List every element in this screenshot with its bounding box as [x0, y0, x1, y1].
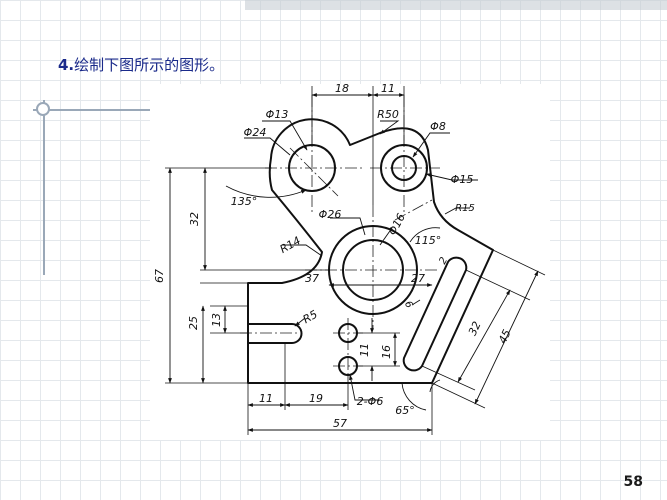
- dim-45: 45: [496, 327, 514, 345]
- dim-27: 27: [411, 272, 425, 285]
- dim-11-bottom: 11: [259, 392, 273, 405]
- hole-phi8: [391, 155, 417, 181]
- dim-37: 37: [305, 272, 319, 285]
- dim-13: 13: [210, 313, 223, 327]
- dim-r15: R15: [455, 203, 475, 214]
- dim-r5: R5: [301, 308, 320, 327]
- dim-angle-115: 115°: [415, 234, 442, 247]
- dim-phi24: Φ24: [244, 126, 267, 139]
- dimension-labels: 18 11 R50 Φ8 Φ13 Φ24 Φ15 R15 135° 32 Φ26…: [153, 82, 514, 430]
- dim-phi8: Φ8: [430, 120, 446, 133]
- dim-32-left: 32: [188, 212, 201, 226]
- slide-title: 4.绘制下图所示的图形。: [58, 54, 224, 75]
- header-band: [245, 0, 667, 10]
- part-circles: [288, 144, 428, 376]
- dim-angle-65: 65°: [395, 404, 415, 417]
- decor-vertical-line: [43, 100, 45, 275]
- dim-25: 25: [187, 316, 200, 330]
- hole-phi16: [342, 239, 404, 301]
- dim-11-top: 11: [381, 82, 395, 95]
- dim-r50: R50: [377, 108, 399, 121]
- dim-16: 16: [380, 345, 393, 359]
- dim-11-mid: 11: [358, 343, 371, 357]
- dim-phi26: Φ26: [319, 208, 342, 221]
- decor-circle: [36, 102, 50, 116]
- dim-2: 2: [437, 255, 450, 266]
- decor-horizontal-line: [33, 109, 163, 111]
- dim-32-right: 32: [466, 319, 484, 337]
- dim-57: 57: [333, 417, 347, 430]
- title-text: 绘制下图所示的图形。: [74, 56, 225, 74]
- dimension-lines: [168, 93, 539, 432]
- dim-angle-135: 135°: [231, 195, 258, 208]
- dim-r14: R14: [278, 234, 303, 256]
- dim-19: 19: [309, 392, 323, 405]
- dim-6: 6: [402, 299, 415, 310]
- page-number: 58: [623, 474, 643, 490]
- title-number: 4.: [58, 56, 75, 74]
- leader-lines: [225, 120, 478, 411]
- dim-18: 18: [335, 82, 349, 95]
- dim-holes-2-phi6: 2-Φ6: [357, 395, 384, 408]
- dim-phi13: Φ13: [266, 108, 289, 121]
- dim-phi15: Φ15: [451, 173, 474, 186]
- dim-67: 67: [153, 269, 166, 283]
